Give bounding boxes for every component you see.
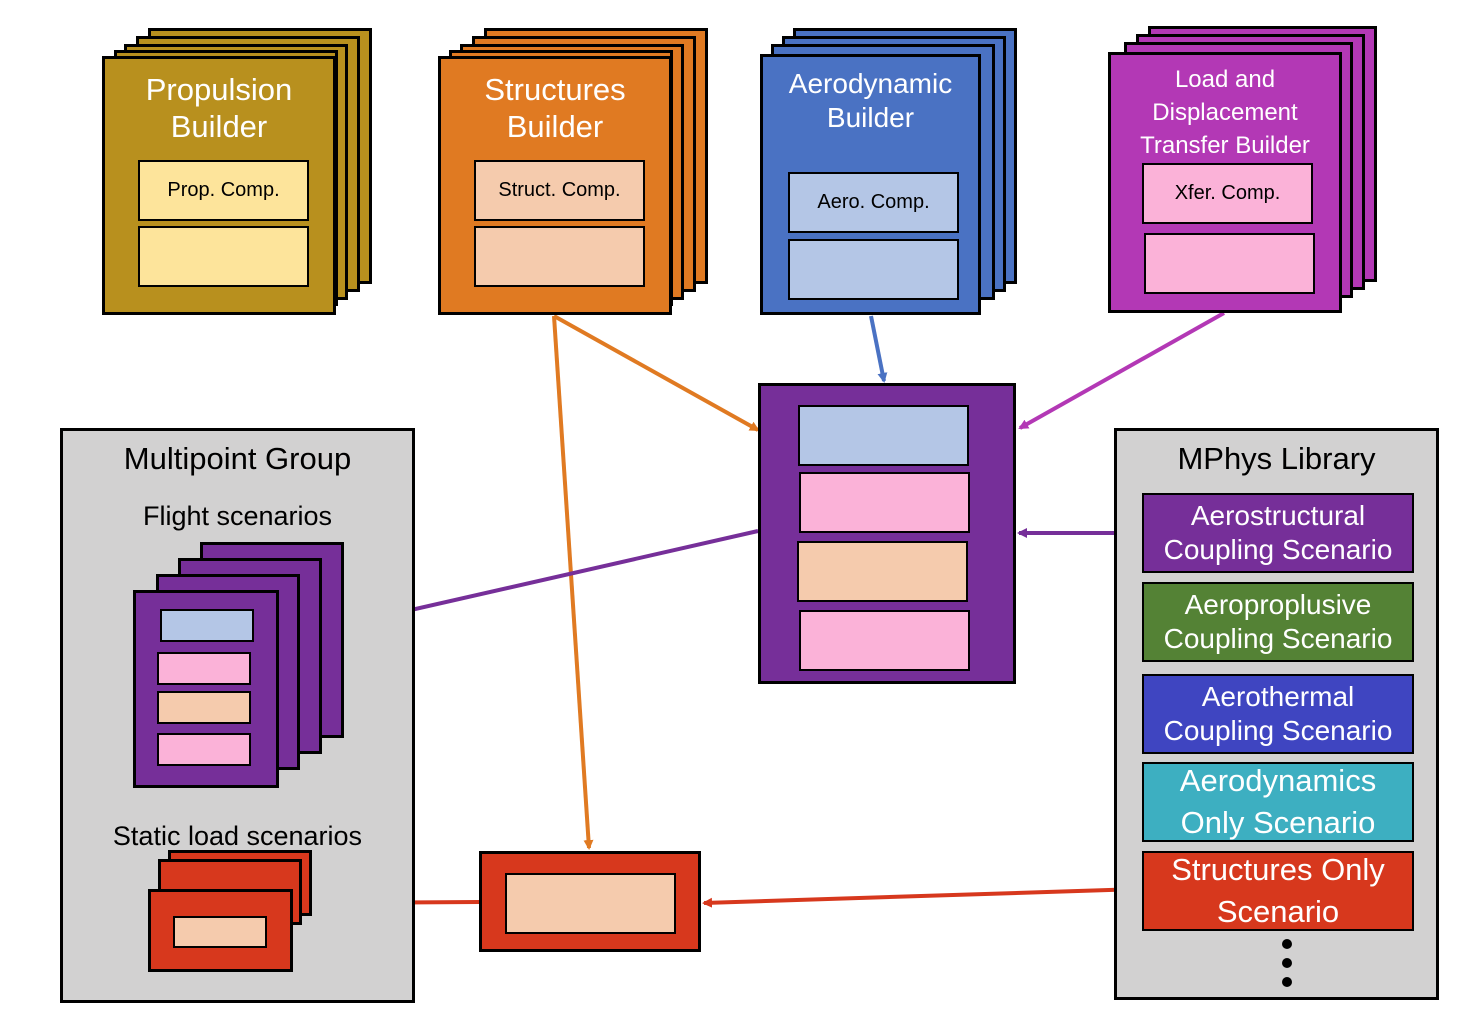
- multipoint-group-panel: Multipoint Group Flight scenarios Static…: [60, 428, 415, 1003]
- xfer-comp-mini: [157, 652, 251, 685]
- flight-scenario: [133, 590, 279, 788]
- propulsion-builder-title: Propulsion Builder: [105, 71, 333, 145]
- title-line: Load and: [1174, 66, 1276, 93]
- item-line: Aerostructural: [1190, 500, 1366, 532]
- multipoint-group-title: Multipoint Group: [123, 441, 352, 476]
- xfer-comp-instance: [799, 610, 970, 671]
- arrow-aero-to-coupling: [869, 315, 888, 383]
- item-line: Aeroproplusive: [1184, 589, 1372, 621]
- title-line: Aerodynamic: [788, 68, 953, 99]
- mphys-library-title: MPhys Library: [1177, 441, 1376, 476]
- item-line: Aerodynamics: [1179, 763, 1377, 799]
- item-line: Coupling Scenario: [1163, 534, 1393, 565]
- aerodynamic-builder-title: Aerodynamic Builder: [763, 67, 978, 134]
- arrow-library-to-structural-scenario: [702, 887, 1141, 908]
- transfer-builder-title: Load and Displacement Transfer Builder: [1111, 63, 1339, 162]
- dot: [1282, 958, 1292, 968]
- aero-comp-instance: [798, 405, 969, 466]
- struct-comp-slot: Struct. Comp.: [474, 160, 645, 221]
- structures-builder: Structures Builder Struct. Comp.: [438, 56, 672, 315]
- static-load-scenario: [148, 889, 293, 972]
- struct-comp-instance: [797, 541, 968, 602]
- title-line: Builder: [826, 101, 915, 133]
- prop-empty-slot: [138, 226, 309, 287]
- struct-comp-mini: [173, 916, 267, 948]
- struct-empty-slot: [474, 226, 645, 287]
- dot: [1282, 977, 1292, 987]
- propulsion-builder: Propulsion Builder Prop. Comp.: [102, 56, 336, 315]
- dot: [1282, 939, 1292, 949]
- structures-scenario-box: [479, 851, 701, 952]
- structures-builder-title: Structures Builder: [441, 71, 669, 145]
- xfer-comp-mini: [157, 733, 251, 766]
- title-line: Propulsion: [145, 72, 293, 107]
- coupling-scenario-box: [758, 383, 1016, 684]
- title-line: Builder: [170, 109, 268, 145]
- arrow-transfer-to-coupling: [1018, 311, 1225, 430]
- transfer-builder: Load and Displacement Transfer Builder X…: [1108, 52, 1342, 313]
- aero-comp-slot: Aero. Comp.: [788, 172, 959, 233]
- title-line: Transfer Builder: [1140, 132, 1310, 160]
- title-line: Structures: [484, 72, 626, 107]
- aero-comp-mini: [160, 609, 254, 642]
- arrow-structures-to-coupling: [553, 314, 760, 432]
- title-line: Builder: [506, 109, 604, 145]
- aerodynamic-builder: Aerodynamic Builder Aero. Comp.: [760, 54, 981, 315]
- prop-comp-slot: Prop. Comp.: [138, 160, 309, 221]
- struct-comp-mini: [157, 691, 251, 724]
- struct-comp-instance: [505, 873, 676, 934]
- xfer-comp-slot: Xfer. Comp.: [1142, 163, 1313, 224]
- item-line: Aerothermal: [1201, 681, 1355, 713]
- aero-empty-slot: [788, 239, 959, 300]
- flight-scenarios-label: Flight scenarios: [142, 501, 333, 531]
- item-line: Scenario: [1216, 894, 1340, 929]
- static-load-scenarios-label: Static load scenarios: [112, 821, 363, 851]
- item-line: Structures Only: [1171, 852, 1385, 888]
- item-line: Coupling Scenario: [1163, 623, 1393, 654]
- item-line: Only Scenario: [1180, 805, 1376, 840]
- title-line: Displacement: [1152, 99, 1298, 127]
- arrow-structures-to-structural-scenario: [552, 315, 594, 850]
- xfer-empty-slot: [1144, 233, 1315, 294]
- xfer-comp-instance: [799, 472, 970, 533]
- item-line: Coupling Scenario: [1163, 715, 1393, 746]
